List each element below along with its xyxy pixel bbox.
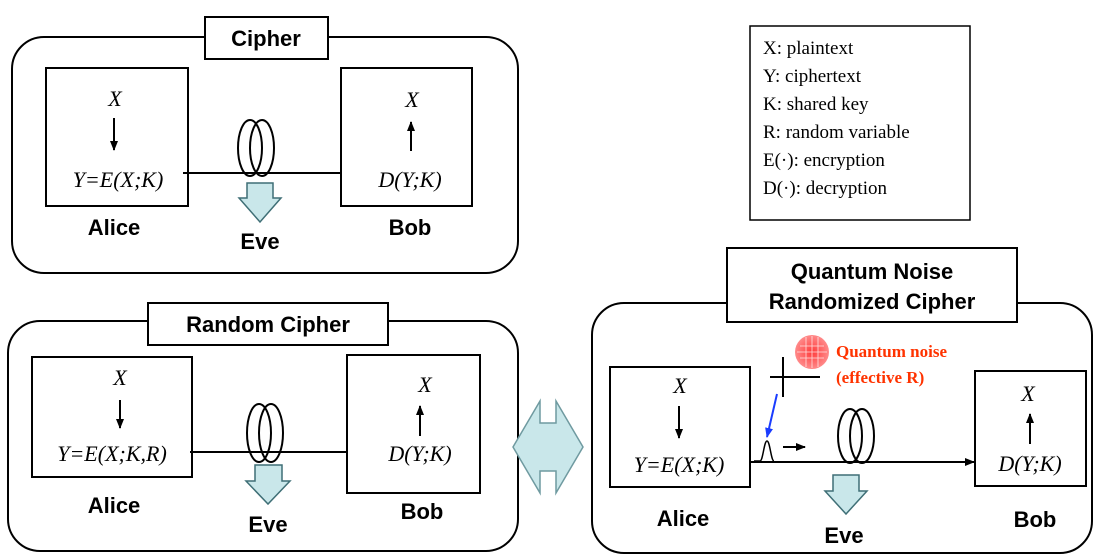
cipher-eve-arrow	[237, 182, 283, 224]
cipher-eve-label: Eve	[240, 229, 279, 254]
qnrc-title-line1: Quantum Noise	[791, 259, 954, 284]
cipher-alice-input: X	[107, 86, 123, 111]
double-arrow-icon	[512, 398, 584, 496]
quantum-noise-effective-r: (effective R)	[836, 368, 924, 387]
qnrc-title-box	[726, 247, 1018, 323]
random-alice-label: Alice	[88, 493, 141, 518]
random-eve-label: Eve	[248, 512, 287, 537]
cipher-bob-label: Bob	[389, 215, 432, 240]
legend-item: D(·): decryption	[763, 178, 887, 199]
qnrc-alice-input: X	[672, 373, 688, 398]
quantum-noise-icon	[770, 335, 829, 397]
qnrc-eve-arrow	[823, 474, 869, 516]
cipher-title-box	[204, 16, 329, 60]
legend-item: R: random variable	[763, 122, 910, 143]
random-bob-output: X	[417, 372, 433, 397]
random-bob-eq: D(Y;K)	[387, 441, 451, 466]
cipher-title: Cipher	[231, 26, 301, 51]
legend-item: Y: ciphertext	[763, 66, 862, 87]
legend-item: X: plaintext	[763, 38, 854, 59]
qnrc-bob-eq: D(Y;K)	[997, 451, 1061, 476]
legend-item: E(·): encryption	[763, 150, 885, 171]
cipher-alice-eq: Y=E(X;K)	[73, 167, 164, 192]
qnrc-alice-box	[609, 366, 751, 488]
qnrc-alice-label: Alice	[657, 506, 710, 531]
random-alice-box	[31, 356, 193, 478]
qnrc-panel: Quantum Noise Randomized Cipher Quantum …	[591, 247, 1093, 554]
random-eve-arrow	[244, 464, 292, 506]
qnrc-bob-output: X	[1020, 381, 1036, 406]
legend: X: plaintext Y: ciphertext K: shared key…	[749, 25, 971, 221]
cipher-alice-box	[45, 67, 189, 207]
random-bob-box	[346, 354, 481, 494]
random-fiber-icon	[246, 403, 284, 463]
cipher-bob-eq: D(Y;K)	[377, 167, 441, 192]
pulse-icon	[754, 440, 775, 462]
qnrc-fiber-icon	[837, 408, 875, 464]
random-alice-eq: Y=E(X;K,R)	[57, 441, 167, 466]
cipher-fiber-icon	[237, 119, 275, 177]
cipher-panel: Cipher X Y=E(X;K) Alice Eve X D(Y;K) Bob	[11, 16, 519, 274]
quantum-noise-label: Quantum noise	[836, 342, 947, 361]
noise-pointer-arrow	[765, 393, 778, 438]
random-cipher-panel: Random Cipher X Y=E(X;K,R) Alice Eve X D…	[7, 302, 519, 552]
random-cipher-title: Random Cipher	[186, 312, 350, 337]
random-alice-input: X	[112, 365, 128, 390]
qnrc-bob-label: Bob	[1014, 507, 1057, 532]
legend-item: K: shared key	[763, 94, 869, 115]
legend-box	[749, 25, 971, 221]
cipher-bob-output: X	[404, 87, 420, 112]
random-cipher-title-box	[147, 302, 389, 346]
qnrc-eve-label: Eve	[824, 523, 863, 548]
qnrc-title-line2: Randomized Cipher	[769, 289, 976, 314]
random-bob-label: Bob	[401, 499, 444, 524]
cipher-bob-box	[340, 67, 473, 207]
qnrc-alice-eq: Y=E(X;K)	[634, 452, 725, 477]
cipher-alice-label: Alice	[88, 215, 141, 240]
